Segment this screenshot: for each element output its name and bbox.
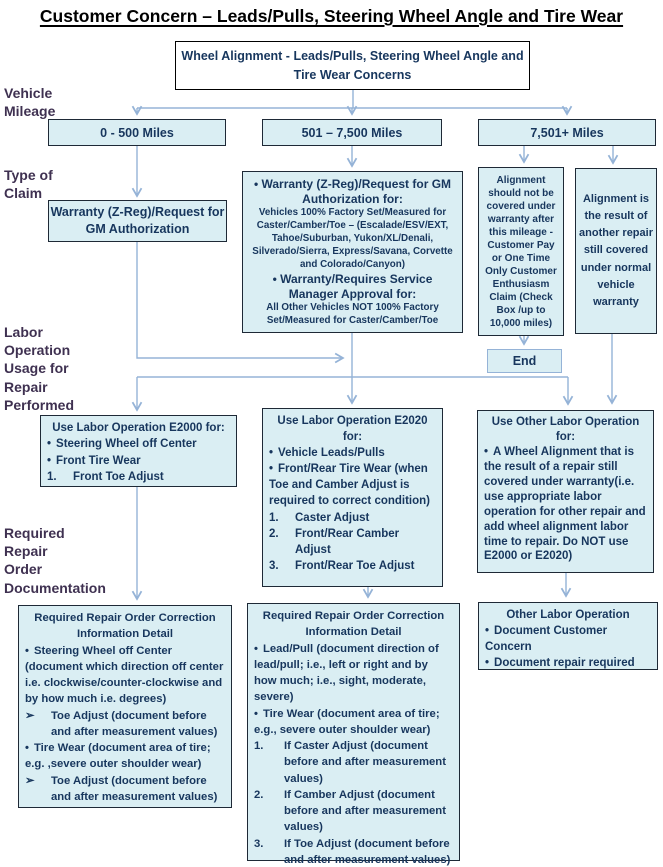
doc-left-item: Tire Wear (document area of tire; e.g. ,… [25, 742, 211, 771]
doc-mid-item: Lead/Pull (document direction of lead/pu… [254, 642, 439, 704]
number-marker: 1. [47, 470, 57, 483]
doc-right-heading: Other Labor Operation [506, 609, 630, 621]
bullet-marker: • [269, 463, 274, 476]
bullet-marker: • [484, 445, 489, 458]
node-doc-other: Other Labor Operation •Document Customer… [478, 602, 658, 670]
other-labor-item: A Wheel Alignment that is the result of … [484, 445, 646, 563]
bullet-marker: • [47, 454, 52, 467]
node-mileage-0-500: 0 - 500 Miles [48, 119, 226, 146]
node-claim-warranty-detail: • Warranty (Z-Reg)/Request for GM Author… [242, 171, 463, 333]
number-marker: 1. [254, 740, 264, 753]
doc-right-item: Document Customer Concern [485, 625, 608, 654]
number-marker: 3. [254, 837, 264, 850]
bullet-marker: • [25, 742, 29, 755]
e2000-item: Steering Wheel off Center [56, 438, 197, 451]
bullet-marker: • [254, 707, 258, 720]
doc-mid-item: If Toe Adjust (document before and after… [284, 837, 451, 866]
node-claim-warranty-zreg: Warranty (Z-Reg)/Request for GM Authoriz… [48, 200, 227, 242]
node-mileage-7501-plus: 7,501+ Miles [478, 119, 656, 146]
doc-mid-item: Tire Wear (document area of tire; e.g., … [254, 707, 440, 736]
bullet-marker: • [485, 657, 490, 670]
claim-detail-2: All Other Vehicles NOT 100% Factory Set/… [266, 302, 439, 326]
doc-left-item: Steering Wheel off Center (document whic… [25, 644, 224, 706]
node-claim-not-covered: Alignment should not be covered under wa… [478, 167, 564, 336]
row-label-labor-operation: Labor Operation Usage for Repair Perform… [4, 324, 75, 413]
arrow-marker: ➢ [25, 774, 35, 787]
other-labor-heading: Use Other Labor Operation for: [491, 416, 640, 443]
doc-left-item: Toe Adjust (document before and after me… [51, 774, 218, 803]
bullet-marker: • [47, 438, 52, 451]
row-label-required-documentation: Required Repair Order Documentation [4, 525, 106, 596]
doc-left-item: Toe Adjust (document before and after me… [51, 709, 218, 738]
doc-right-item: Document repair required [494, 657, 635, 670]
node-end: End [487, 349, 562, 373]
number-marker: 3. [269, 559, 279, 572]
e2000-heading: Use Labor Operation E2000 for: [52, 422, 225, 434]
doc-mid-item: If Caster Adjust (document before and af… [284, 740, 446, 785]
node-claim-other-repair: Alignment is the result of another repai… [575, 168, 657, 334]
node-doc-e2000: Required Repair Order Correction Informa… [18, 605, 232, 808]
doc-left-heading: Required Repair Order Correction Informa… [34, 612, 216, 641]
e2020-heading: Use Labor Operation E2020 for: [277, 415, 428, 444]
e2000-item: Front Toe Adjust [73, 470, 164, 483]
claim-detail-1: Vehicles 100% Factory Set/Measured for C… [252, 207, 453, 270]
node-mileage-501-7500: 501 – 7,500 Miles [262, 119, 442, 146]
row-label-type-of-claim: Type of Claim [4, 167, 53, 202]
bullet-marker: • [25, 644, 29, 657]
doc-mid-heading: Required Repair Order Correction Informa… [262, 610, 445, 639]
number-marker: 1. [269, 511, 279, 524]
node-labor-e2020: Use Labor Operation E2020 for: • Vehicle … [262, 408, 443, 587]
claim-bullet-1: • Warranty (Z-Reg)/Request for GM Author… [253, 177, 452, 207]
node-doc-e2020: Required Repair Order Correction Informa… [247, 603, 460, 866]
number-marker: 2. [269, 527, 279, 540]
bullet-marker: • [269, 447, 274, 460]
e2000-item: Front Tire Wear [56, 454, 141, 467]
e2020-item: Vehicle Leads/Pulls [278, 447, 385, 460]
bullet-marker: • [485, 625, 490, 638]
claim-bullet-2: • Warranty/Requires Service Manager Appr… [272, 271, 433, 301]
page-title: Customer Concern – Leads/Pulls, Steering… [39, 6, 624, 26]
doc-mid-item: If Camber Adjust (document before and af… [284, 788, 446, 834]
arrow-marker: ➢ [25, 709, 35, 722]
e2020-item: Front/Rear Camber Adjust [295, 527, 400, 556]
node-root: Wheel Alignment - Leads/Pulls, Steering … [175, 41, 530, 90]
number-marker: 2. [254, 788, 264, 801]
row-label-vehicle-mileage: Vehicle Mileage [4, 85, 56, 120]
bullet-marker: • [254, 642, 258, 655]
node-labor-e2000: Use Labor Operation E2000 for: • Steering… [40, 415, 237, 487]
e2020-item: Caster Adjust [295, 511, 370, 524]
e2020-item: Front/Rear Toe Adjust [295, 559, 415, 572]
e2020-item: Front/Rear Tire Wear (when Toe and Cambe… [269, 463, 431, 508]
node-labor-other: Use Other Labor Operation for: •A Wheel … [477, 410, 654, 573]
